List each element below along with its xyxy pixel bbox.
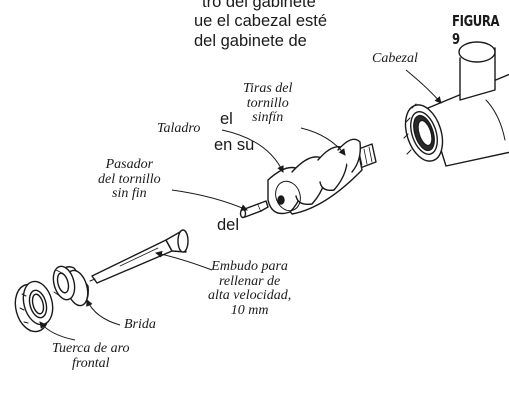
label-pasador-line-3: sin fin — [112, 186, 147, 201]
label-tuerca: Tuerca de aro frontal — [52, 341, 130, 371]
label-tuerca-line-2: frontal — [71, 355, 110, 371]
label-tiras-line-1: Tiras del — [243, 81, 293, 96]
label-pasador-line-1: Pasador — [105, 157, 154, 172]
label-taladro: Taladro — [157, 121, 201, 136]
label-embudo-line-4: 10 mm — [230, 302, 269, 318]
head-illustration — [403, 41, 509, 167]
instruction-line-2: ue el cabezal esté — [194, 12, 328, 30]
auger-illustration — [267, 138, 377, 215]
label-tiras: Tiras del tornillo sinfín — [243, 81, 293, 126]
label-tuerca-line-1: Tuerca de aro — [52, 341, 130, 356]
leader-tiras — [300, 127, 346, 156]
leader-cabezal — [405, 69, 442, 104]
label-embudo-line-2: rellenar de — [218, 273, 281, 289]
label-brida: Brida — [124, 317, 156, 332]
leader-taladro — [221, 129, 284, 173]
instruction-line-5: en su — [214, 136, 255, 154]
label-pasador-line-2: del tornillo — [98, 171, 161, 187]
label-embudo-line-3: alta velocidad, — [208, 288, 292, 303]
pin-illustration — [239, 200, 269, 219]
ring-nut-illustration — [14, 280, 54, 333]
funnel-illustration — [89, 229, 189, 284]
leader-tuerca — [39, 321, 76, 341]
label-cabezal: Cabezal — [372, 51, 418, 66]
instruction-line-6: del — [217, 216, 240, 234]
label-embudo: Embudo para rellenar de alta velocidad, … — [208, 259, 292, 318]
leader-pasador — [171, 189, 248, 211]
label-tiras-line-3: sinfín — [252, 110, 284, 125]
label-tiras-line-2: tornillo — [246, 95, 289, 111]
leader-brida — [86, 299, 121, 326]
label-embudo-line-1: Embudo para — [211, 259, 288, 274]
instruction-line-3: del gabinete de — [194, 32, 307, 50]
label-pasador: Pasador del tornillo sin fin — [98, 157, 161, 202]
flange-illustration — [52, 265, 89, 307]
leader-embudo — [155, 250, 213, 271]
instruction-line-4: el — [220, 110, 233, 128]
instruction-line-1: tro del gabinete — [202, 0, 316, 11]
figure-title: FIGURA 9 — [452, 12, 500, 48]
